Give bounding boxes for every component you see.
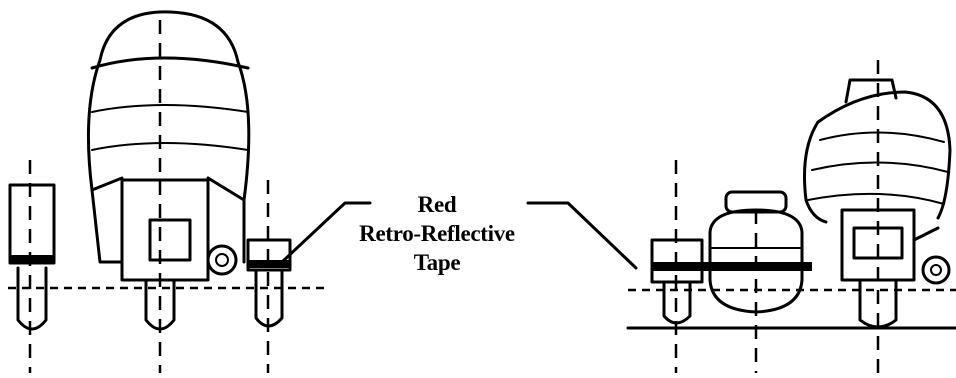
tape-callout-label: Red Retro-Reflective Tape xyxy=(352,190,522,277)
drum-rim xyxy=(90,56,250,70)
rear-leg xyxy=(858,280,898,329)
drum-hatch xyxy=(844,78,898,104)
rear-panel xyxy=(852,226,904,260)
reel-left-hub xyxy=(215,253,229,267)
callout-line-2: Retro-Reflective xyxy=(359,221,515,246)
front-marker-housing xyxy=(650,238,704,284)
leader-left xyxy=(280,201,372,264)
rear-body xyxy=(840,208,916,282)
drum-band-c xyxy=(807,192,945,205)
callout-line-1: Red xyxy=(417,192,457,217)
tank-cap xyxy=(724,190,788,214)
left-marker-housing xyxy=(8,183,56,265)
drum-front xyxy=(803,120,828,224)
tape-strip-left-2 xyxy=(248,260,290,268)
drum-left-side xyxy=(86,58,102,192)
left-leg xyxy=(16,266,48,331)
cab-right-shoulder xyxy=(206,176,246,264)
cab-body xyxy=(120,178,210,282)
cab-grille xyxy=(148,218,192,262)
cab-left-lower xyxy=(90,188,124,264)
drum-band-1 xyxy=(91,104,249,113)
front-view-vehicle xyxy=(8,10,330,373)
drum-outline xyxy=(816,90,952,220)
drum-band-b xyxy=(811,161,949,173)
tape-strip-right xyxy=(652,262,812,271)
right-leg xyxy=(254,270,284,328)
drum-right-side xyxy=(236,60,251,202)
drum-band-2 xyxy=(91,142,249,151)
center-leg xyxy=(144,278,176,331)
reel-left xyxy=(206,244,238,276)
side-view-vehicle xyxy=(626,60,956,373)
hitch-arm xyxy=(912,226,940,242)
leader-right xyxy=(526,201,638,270)
callout-leaders xyxy=(280,201,638,270)
drum-top xyxy=(98,10,240,64)
callout-line-3: Tape xyxy=(413,250,461,275)
cab-left-shoulder xyxy=(90,176,124,192)
drum-band-a xyxy=(819,131,945,143)
reel-right xyxy=(921,255,951,285)
tape-strip-left-1 xyxy=(10,255,54,264)
front-leg xyxy=(662,282,692,325)
reel-right-hub xyxy=(930,264,942,276)
